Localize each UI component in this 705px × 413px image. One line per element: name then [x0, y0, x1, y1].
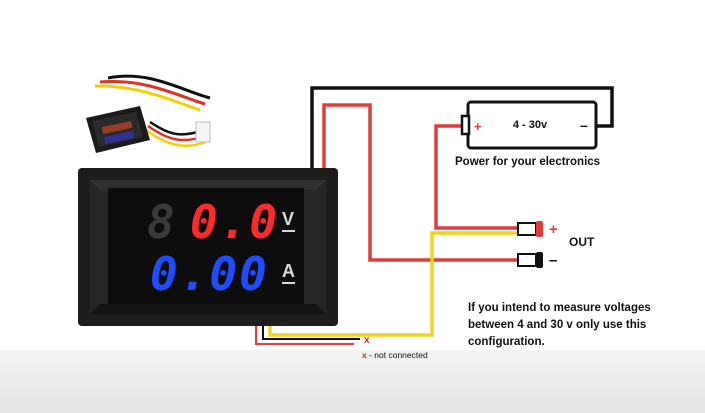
bottom-band: [0, 350, 705, 413]
note-line-2: between 4 and 30 v only use this: [468, 319, 647, 331]
thin-red-wire: [255, 325, 354, 345]
power-label: Power for your electronics: [455, 156, 601, 168]
out-plus: +: [549, 221, 558, 238]
red-wire-battery-out: [434, 124, 518, 230]
current-reading: 0.00: [150, 247, 269, 301]
nc-marker: x: [364, 335, 370, 346]
nc-legend-text: - not connected: [366, 350, 428, 360]
note-line-3: configuration.: [468, 336, 545, 348]
battery-plus: +: [474, 119, 482, 134]
nc-legend-marker: x: [362, 350, 367, 360]
voltmeter-ammeter: 8 0.0 0.00 V A: [78, 168, 338, 326]
not-connected-legend: x - not connected: [362, 350, 428, 360]
voltage-ghost-digit: 8: [147, 195, 175, 249]
yellow-wire: [268, 231, 518, 337]
note-text: If you intend to measure voltages betwee…: [468, 300, 688, 351]
note-line-1: If you intend to measure voltages: [468, 302, 651, 314]
out-minus: –: [549, 252, 557, 269]
module-thumbnail: [86, 74, 211, 153]
wires: [255, 86, 614, 345]
red-wire-out-minus: [322, 103, 518, 262]
out-label: OUT: [569, 235, 595, 249]
battery: + –: [460, 100, 598, 150]
thin-black-wire: [262, 325, 360, 340]
battery-minus: –: [580, 117, 588, 133]
voltage-reading: 0.0: [190, 195, 279, 249]
voltage-unit: V: [282, 209, 294, 229]
battery-voltage-label: 4 - 30v: [512, 119, 548, 131]
out-terminals: + –: [517, 221, 558, 269]
black-wire-battery: [310, 86, 614, 185]
current-unit: A: [282, 261, 295, 281]
